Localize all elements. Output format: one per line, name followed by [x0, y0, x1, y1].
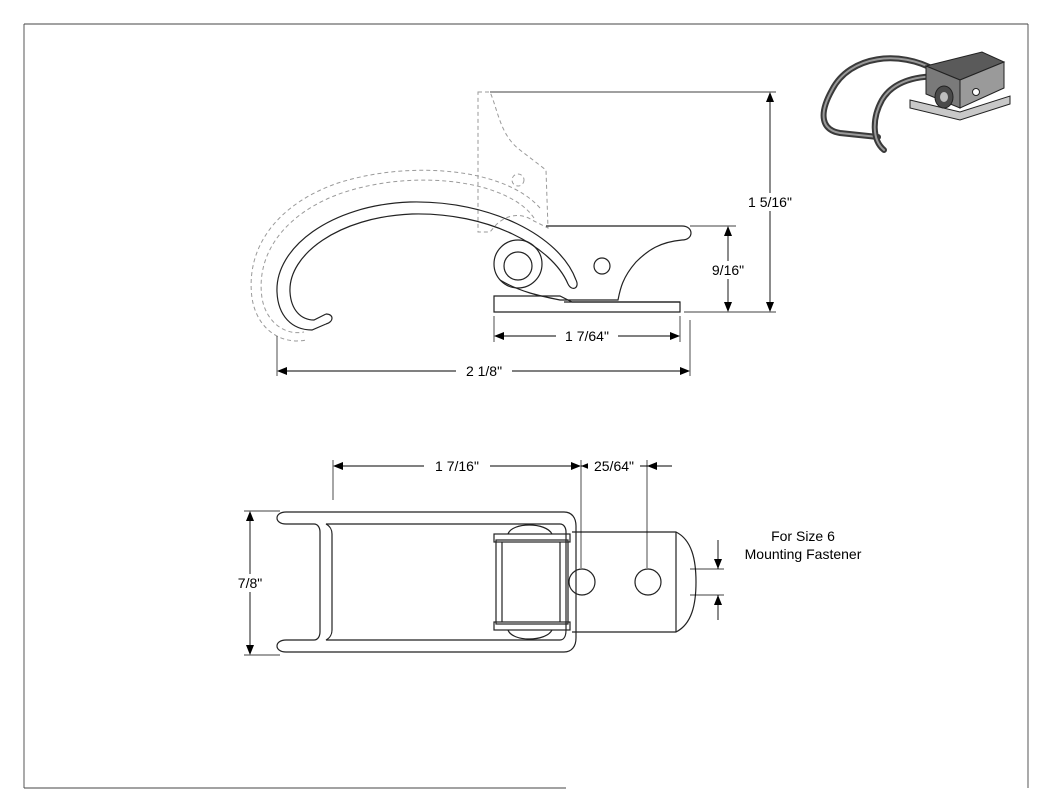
dim-width: 7/8"	[238, 575, 262, 591]
isometric-render	[820, 51, 1011, 153]
hook-wire	[276, 201, 577, 331]
pivot-cylinder	[495, 539, 569, 625]
base-plate	[493, 295, 681, 313]
mounting-hole	[593, 257, 611, 275]
latch-body	[499, 225, 692, 301]
dim-hook-length: 1 7/16"	[435, 458, 479, 474]
dim-height-base: 9/16"	[712, 262, 744, 278]
top-view-dimensions: 1 7/16" 25/64" 7/8" For Size 6 Mounting …	[232, 457, 862, 656]
dim-height-total: 1 5/16"	[748, 194, 792, 210]
fastener-note-line2: Mounting Fastener	[745, 546, 862, 562]
top-hole-right	[634, 568, 662, 596]
dim-base-length: 1 7/64"	[565, 328, 609, 344]
pivot-inner	[503, 251, 533, 281]
top-view	[276, 511, 697, 653]
side-view-dimensions: 1 5/16" 9/16" 1 7/64" 2 1/8"	[276, 91, 800, 380]
side-view	[250, 91, 692, 342]
fastener-note-line1: For Size 6	[771, 528, 835, 544]
sheet-border	[23, 23, 1029, 789]
bail-wire	[276, 511, 577, 653]
pivot-outer	[493, 239, 543, 289]
ghost-bracket	[477, 91, 549, 233]
dim-hole-offset: 25/64"	[594, 458, 634, 474]
top-hole-left	[568, 568, 596, 596]
top-base-plate	[572, 531, 697, 633]
dim-overall-length: 2 1/8"	[466, 363, 502, 379]
